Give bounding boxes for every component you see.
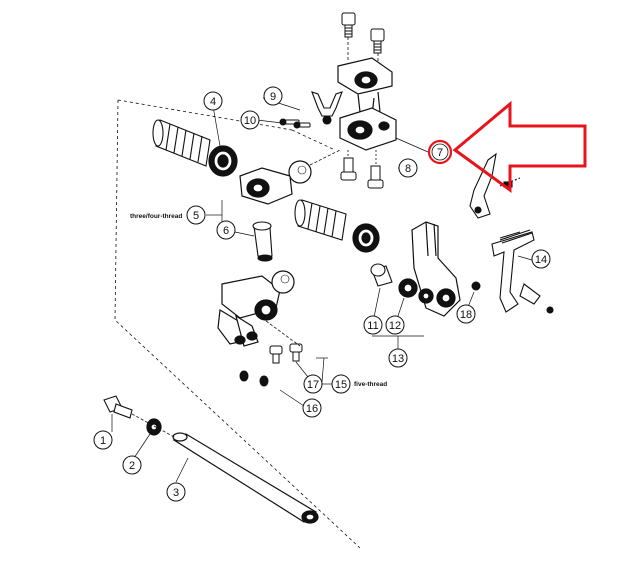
looper-plate-upper [469,152,521,219]
callout-10: 10 [240,110,260,130]
ball-joint-lower [217,270,295,347]
nut-18 [471,281,481,291]
svg-text:7: 7 [437,147,443,159]
svg-text:15: 15 [335,379,347,391]
callout-4: 4 [203,91,223,111]
svg-text:8: 8 [405,163,411,175]
svg-text:10: 10 [244,115,256,127]
upper-clamp-block [337,57,393,117]
svg-text:1: 1 [100,435,106,447]
svg-text:12: 12 [389,320,401,332]
svg-text:11: 11 [367,320,378,332]
clamp-screw-left [341,12,356,38]
svg-text:16: 16 [306,403,318,415]
spring-sleeve-upper [152,119,211,167]
callout-1: 1 [93,430,113,450]
callout-11: 11 [363,315,383,335]
washer-12 [398,278,434,304]
label-three-four-thread: three/four-thread [130,213,182,220]
label-five-thread: five-thread [354,381,387,388]
callout-18: 18 [456,304,476,324]
svg-text:3: 3 [173,487,179,499]
bracket-14 [491,229,554,314]
bearing-ring-middle [352,223,380,253]
callout-13: 13 [388,348,408,368]
bearing-ring [208,145,238,177]
callout-14: 14 [531,249,551,269]
looper-arm [411,221,461,317]
svg-text:13: 13 [392,353,404,365]
clamp-bottom-screw-right [367,165,384,189]
svg-text:18: 18 [460,309,472,321]
screw-1 [103,395,133,419]
svg-text:5: 5 [193,210,199,222]
bushing-11 [370,263,393,287]
callout-6: 6 [216,220,236,240]
svg-text:9: 9 [270,91,276,103]
highlight-arrow [452,100,587,193]
callout-3: 3 [166,482,186,502]
callout-12: 12 [385,315,405,335]
leader-lines [111,97,533,483]
fork-part [311,91,343,125]
callout-5: 5 [186,205,206,225]
washer-2 [146,418,162,436]
ball-joint-upper [239,160,312,205]
svg-text:14: 14 [535,254,547,266]
svg-text:17: 17 [307,379,319,391]
svg-text:2: 2 [129,460,135,472]
shaft-3 [172,432,319,524]
svg-text:4: 4 [210,96,216,108]
callout-7-highlighted: 7 [427,139,453,165]
lower-clamp-block [339,107,397,151]
spring-sleeve-middle [294,199,347,241]
callout-17: 17 [303,374,323,394]
lower-small-screws [239,343,303,387]
callout-2: 2 [122,455,142,475]
screw-part-6 [252,221,273,262]
callout-9: 9 [263,86,283,106]
callout-group: 1 2 3 4 5 6 7 8 9 10 11 12 13 14 15 16 1… [93,86,551,502]
clamp-screw-right [370,28,385,54]
dashed-frame [114,99,361,549]
small-screws [279,118,311,129]
callout-8: 8 [398,158,418,178]
callout-16: 16 [302,398,322,418]
svg-text:6: 6 [223,225,229,237]
clamp-bottom-screw-left [340,157,357,181]
callout-15: 15 [331,374,351,394]
